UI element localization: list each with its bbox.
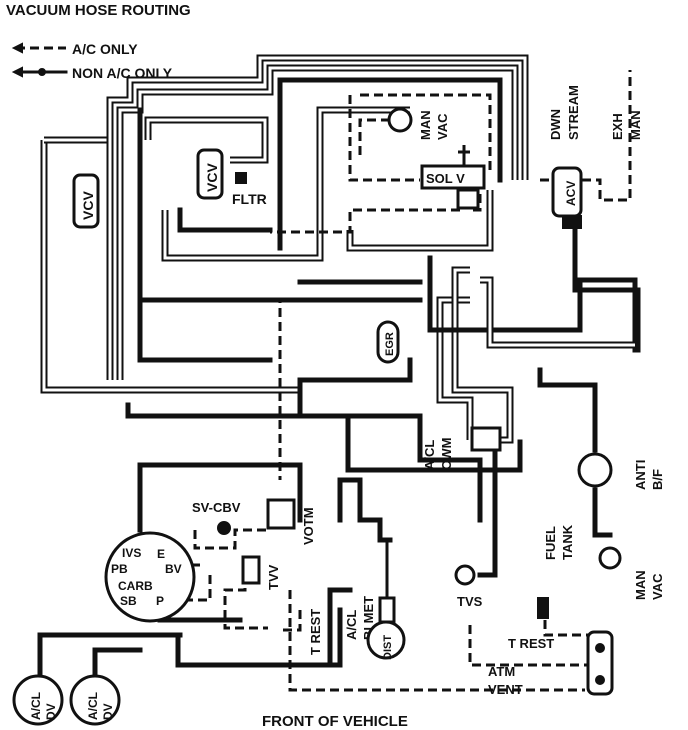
svg-text:IVS: IVS	[122, 546, 141, 560]
svg-text:TVS: TVS	[457, 594, 483, 609]
svg-text:B/F: B/F	[650, 469, 665, 490]
dist: DIST	[366, 540, 406, 660]
man-vac-top: MAN VAC	[387, 107, 450, 140]
vcv-left: VCV	[72, 173, 100, 229]
svg-text:FUEL: FUEL	[543, 526, 558, 560]
svg-text:A/CL: A/CL	[86, 692, 100, 720]
acl-cwm: A/CL CWM	[422, 426, 502, 471]
svg-text:SOL V: SOL V	[426, 171, 465, 186]
svg-text:VCV: VCV	[80, 191, 96, 220]
svg-text:TANK: TANK	[560, 524, 575, 560]
legend-ac-arrow	[11, 42, 23, 54]
exh-man: EXH MAN	[610, 110, 643, 140]
svg-text:A/CL: A/CL	[344, 610, 359, 640]
man-vac-right: MAN VAC	[598, 546, 665, 600]
svg-text:E: E	[157, 547, 165, 561]
svg-text:ATM: ATM	[488, 664, 515, 679]
egr: EGR	[376, 320, 400, 364]
svg-text:DWN: DWN	[548, 109, 563, 140]
svg-text:FLTR: FLTR	[232, 191, 267, 207]
tvs: TVS	[454, 564, 483, 609]
fuel-tank: FUEL TANK	[537, 524, 575, 619]
svg-text:VAC: VAC	[435, 113, 450, 140]
svg-text:DIST: DIST	[382, 635, 394, 660]
svg-text:ACV: ACV	[564, 181, 578, 206]
svg-text:EXH: EXH	[610, 113, 625, 140]
carb: IVS PB E BV CARB SB P	[104, 531, 196, 623]
svg-text:BV: BV	[165, 562, 182, 576]
svg-text:VCV: VCV	[204, 163, 220, 192]
svg-text:VAC: VAC	[650, 573, 665, 600]
vcv-center: VCV FLTR	[196, 148, 267, 207]
dwn-stream: DWN STREAM	[548, 85, 581, 140]
svg-text:EGR: EGR	[384, 332, 396, 356]
svg-text:T REST: T REST	[508, 636, 554, 651]
hose-lines	[37, 54, 641, 703]
diagram-title: VACUUM HOSE ROUTING	[6, 2, 191, 19]
svg-text:MAN: MAN	[633, 570, 648, 600]
svg-text:CARB: CARB	[118, 579, 153, 593]
legend-non-ac-arrow	[11, 66, 23, 78]
acl-dv-1: A/CL DV	[12, 674, 64, 726]
legend: A/C ONLY NON A/C ONLY	[11, 41, 173, 81]
svg-text:MAN: MAN	[418, 110, 433, 140]
acv: ACV	[551, 166, 583, 229]
svg-text:P: P	[156, 594, 164, 608]
svg-text:ANTI: ANTI	[633, 460, 648, 490]
t-rest-right: T REST	[508, 630, 614, 696]
svg-text:MAN: MAN	[628, 110, 643, 140]
svg-text:VOTM: VOTM	[301, 507, 316, 545]
sol-v: SOL V	[420, 145, 486, 210]
svg-text:DV: DV	[101, 703, 115, 720]
svg-text:SV-CBV: SV-CBV	[192, 500, 241, 515]
front-of-vehicle: FRONT OF VEHICLE	[262, 713, 408, 730]
votm: VOTM	[266, 498, 316, 545]
svg-text:VENT: VENT	[488, 682, 523, 697]
svg-text:STREAM: STREAM	[566, 85, 581, 140]
legend-ac-label: A/C ONLY	[72, 41, 138, 57]
acl-dv-2: A/CL DV	[69, 674, 121, 726]
svg-text:TVV: TVV	[266, 564, 281, 590]
t-rest-left: T REST	[308, 609, 323, 655]
svg-text:CWM: CWM	[439, 438, 454, 471]
svg-text:A/CL: A/CL	[29, 692, 43, 720]
atm-vent: ATM VENT	[488, 664, 523, 697]
sv-cbv: SV-CBV	[192, 500, 241, 535]
svg-text:PB: PB	[111, 562, 128, 576]
tvv: TVV	[241, 555, 281, 590]
svg-text:SB: SB	[120, 594, 137, 608]
legend-non-ac-dot	[38, 68, 46, 76]
svg-text:DV: DV	[44, 703, 58, 720]
svg-text:T REST: T REST	[308, 609, 323, 655]
svg-text:A/CL: A/CL	[422, 440, 437, 470]
anti-bf: ANTI B/F	[577, 452, 665, 490]
